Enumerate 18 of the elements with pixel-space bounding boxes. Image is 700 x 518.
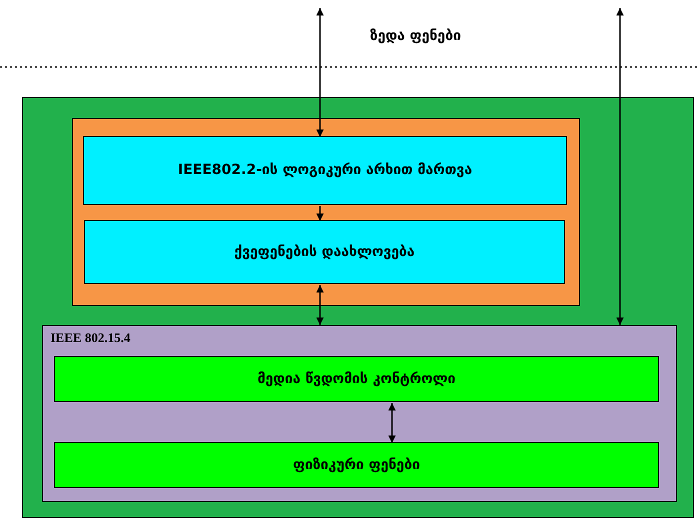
arrow (316, 285, 324, 325)
outer-panel (22, 97, 694, 518)
arrow (316, 206, 324, 221)
arrow (388, 403, 396, 443)
layer-label: IEEE802.2-ის ლოგიკური არხით მართვა (176, 161, 474, 180)
layer-caption: ზედა ფენები (370, 28, 461, 44)
arrow (616, 8, 624, 325)
layer-label: ქვეფენების დაახლოვება (233, 242, 416, 262)
layer-box (54, 442, 659, 488)
layer-label: ფიზიკური ფენები (292, 456, 421, 474)
arrow (316, 8, 324, 137)
layer-box (83, 136, 567, 205)
layer-label: მედია წვდომის კონტროლი (256, 370, 457, 388)
panel-title: IEEE 802.15.4 (50, 330, 130, 346)
layer-box (54, 356, 659, 402)
standard-panel (42, 324, 676, 502)
layer-box (84, 220, 565, 284)
upper-panel (72, 118, 580, 306)
